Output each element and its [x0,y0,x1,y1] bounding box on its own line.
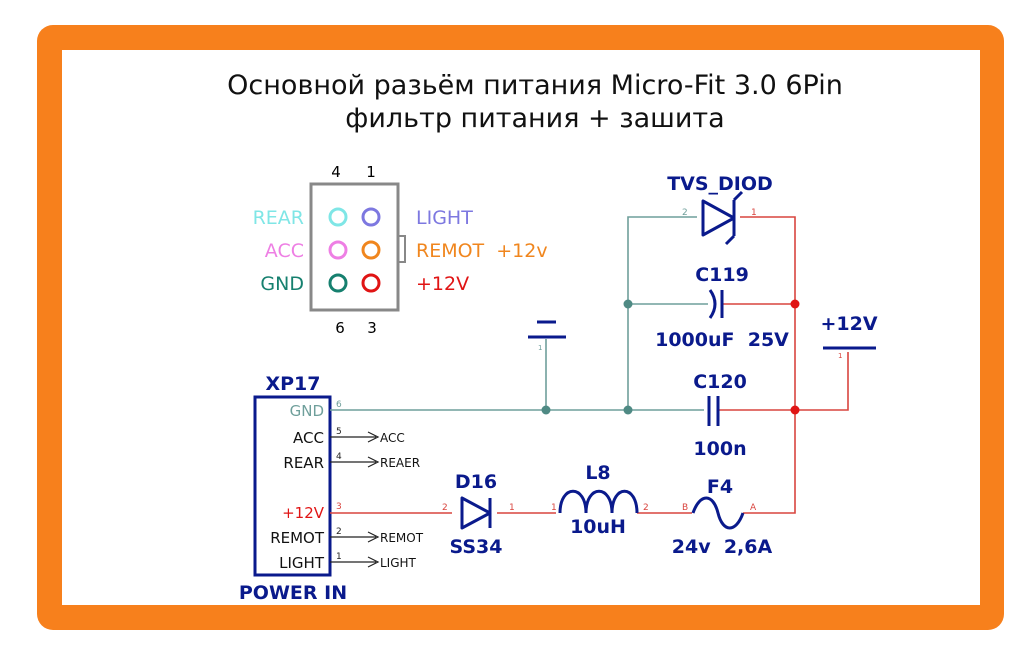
pin-number: 4 [331,163,341,181]
diode-d16: D16 SS34 2 1 [442,471,515,558]
pin-plus12 [361,273,381,293]
net-arrow [330,456,380,468]
xp17-ref: XP17 [265,373,320,395]
pin-gnd [328,273,348,293]
pin-number: 3 [367,319,377,337]
svg-text:+12V: +12V [820,313,877,335]
xp17-pin-label: LIGHT [279,554,325,572]
pin-number: 1 [366,163,376,181]
capacitor-c119: C119 1000uF 25V [655,264,789,351]
xp17-pin-label: REMOT [270,529,325,547]
ground-symbol: 1 [528,320,566,410]
power-flag-12v: +12V 1 [820,313,877,360]
capacitor-c120: C120 100n [693,371,747,460]
svg-text:C119: C119 [695,264,749,286]
fuse-f4: F4 24v 2,6A B A [672,476,773,558]
svg-text:TVS_DIOD: TVS_DIOD [667,173,773,195]
label-plus12: +12V [416,273,469,295]
net-arrow [330,531,380,543]
xp17-connector: XP17 POWER IN GND ACC REAR +12V REMOT LI… [239,373,424,604]
tvs-diode: TVS_DIOD 2 1 [667,173,773,246]
svg-text:SS34: SS34 [450,536,503,558]
inductor-l8: L8 10uH 1 2 [551,462,649,538]
label-acc: ACC [265,240,304,262]
pin-number: B [682,503,688,513]
xp17-pin-label: ACC [293,429,324,447]
junction [623,405,633,415]
net-label: REAER [380,456,420,470]
net-arrow [330,431,380,443]
junction [541,405,551,415]
net-arrow [330,556,380,568]
connector-pinout: 4 1 6 3 REAR ACC GND LIGHT REMOT +12v +1… [253,163,548,337]
power-wire [330,216,849,514]
svg-text:100n: 100n [693,438,746,460]
title-line-2: фильтр питания + зашита [345,103,724,134]
pin-number: 3 [336,502,342,512]
gnd-wire [330,216,708,411]
pin-rear [328,207,348,227]
pin-number: 4 [336,452,342,462]
pin-number: 5 [336,427,342,437]
label-rear: REAR [253,207,304,229]
label-remot: REMOT +12v [416,240,548,262]
net-label: LIGHT [380,556,417,570]
connector-latch [397,235,406,263]
wires [330,216,849,514]
pin-number: 2 [643,503,649,513]
pin-number: 2 [442,503,448,513]
pin-number: 1 [336,552,342,562]
xp17-pin-label: GND [290,402,324,420]
junction [790,405,800,415]
title-line-1: Основной разьём питания Micro-Fit 3.0 6P… [227,70,843,101]
label-gnd: GND [260,273,304,295]
pin-acc [328,240,348,260]
pin-number: 6 [335,319,345,337]
svg-text:D16: D16 [455,471,497,493]
pin-number: 6 [336,400,342,410]
pin-light [361,207,381,227]
pin-number: 1 [538,344,542,352]
svg-text:24v 2,6A: 24v 2,6A [672,536,773,558]
pin-number: 1 [751,208,757,218]
pin-number: 1 [838,352,842,360]
pin-number: 2 [336,527,342,537]
svg-text:1000uF 25V: 1000uF 25V [655,329,789,351]
svg-text:L8: L8 [585,462,610,484]
svg-text:10uH: 10uH [570,516,626,538]
svg-text:F4: F4 [707,476,733,498]
junction [623,299,633,309]
svg-text:C120: C120 [693,371,747,393]
label-light: LIGHT [416,207,473,229]
xp17-pin-label: REAR [283,454,324,472]
xp17-pin-label: +12V [282,504,325,522]
junction [790,299,800,309]
pin-number: 1 [509,503,515,513]
pin-number: 2 [682,208,688,218]
net-label: ACC [380,431,405,445]
xp17-body [253,395,332,577]
net-label: REMOT [380,531,424,545]
pin-number: 1 [551,503,557,513]
pin-number: A [750,503,757,513]
xp17-footer: POWER IN [239,582,347,604]
pin-remot [361,240,381,260]
